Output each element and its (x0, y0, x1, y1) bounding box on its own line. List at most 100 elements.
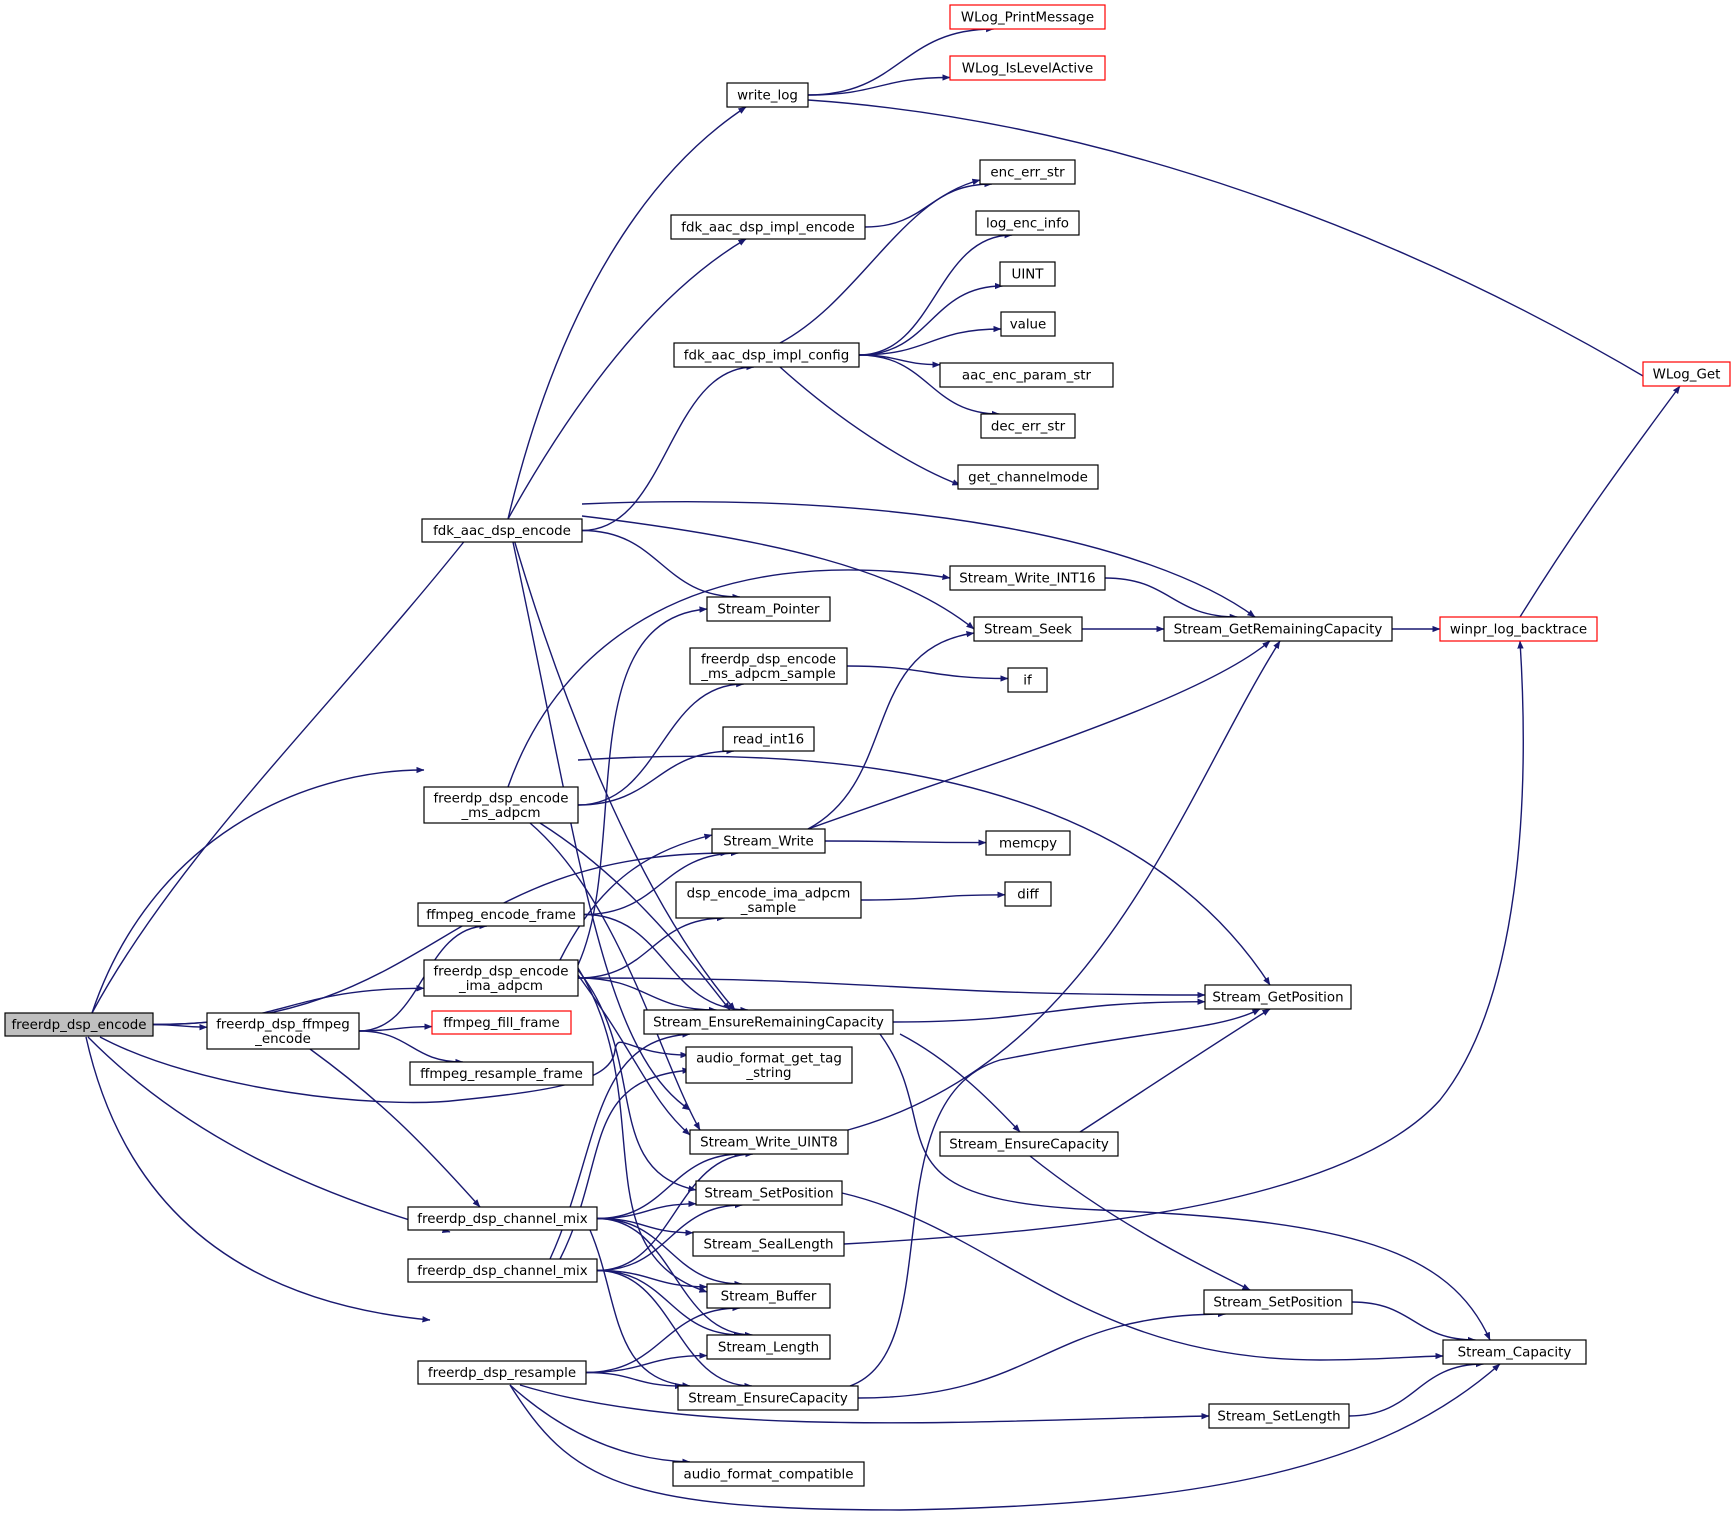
node-resample[interactable]: freerdp_dsp_resample (417, 1360, 587, 1385)
node-wlog-print[interactable]: WLog_PrintMessage (949, 4, 1106, 30)
node-box[interactable] (706, 596, 831, 622)
node-enc-err[interactable]: enc_err_str (979, 159, 1076, 185)
node-box[interactable] (1203, 1289, 1353, 1315)
node-box[interactable] (417, 902, 585, 927)
node-s-buffer[interactable]: Stream_Buffer (706, 1283, 831, 1309)
node-uint[interactable]: UINT (999, 261, 1056, 287)
node-ima-sample[interactable]: dsp_encode_ima_adpcm_sample (675, 881, 862, 919)
node-ffmpeg-enc-frame[interactable]: ffmpeg_encode_frame (417, 902, 585, 927)
node-box[interactable] (685, 1046, 853, 1084)
node-channel-mix1[interactable]: freerdp_dsp_channel_mix (407, 1206, 598, 1231)
node-box[interactable] (206, 1012, 360, 1050)
node-box[interactable] (726, 82, 809, 108)
node-box[interactable] (1004, 881, 1052, 907)
node-box[interactable] (980, 413, 1076, 439)
node-box[interactable] (985, 830, 1071, 856)
node-box[interactable] (689, 647, 848, 685)
node-box[interactable] (939, 362, 1114, 388)
node-box[interactable] (407, 1206, 598, 1231)
node-box[interactable] (949, 55, 1106, 81)
node-if[interactable]: if (1007, 667, 1048, 693)
node-box[interactable] (706, 1283, 831, 1309)
node-ms-adpcm[interactable]: freerdp_dsp_encode_ms_adpcm (423, 786, 579, 824)
node-box[interactable] (673, 342, 860, 368)
node-s-seek[interactable]: Stream_Seek (973, 616, 1083, 642)
node-box[interactable] (1208, 1403, 1350, 1429)
node-box[interactable] (689, 1129, 849, 1155)
node-fdk-impl-enc[interactable]: fdk_aac_dsp_impl_encode (670, 214, 866, 240)
node-box[interactable] (1163, 616, 1393, 642)
node-s-getpos[interactable]: Stream_GetPosition (1204, 984, 1352, 1010)
node-box[interactable] (672, 1461, 865, 1487)
node-box[interactable] (421, 518, 583, 543)
node-box[interactable] (973, 616, 1083, 642)
node-diff[interactable]: diff (1004, 881, 1052, 907)
node-box[interactable] (975, 210, 1080, 236)
node-box[interactable] (1642, 361, 1731, 387)
node-box[interactable] (979, 159, 1076, 185)
node-box[interactable] (711, 828, 826, 854)
node-box[interactable] (677, 1385, 859, 1411)
node-box[interactable] (722, 726, 815, 752)
node-box[interactable] (1439, 616, 1598, 642)
node-root[interactable]: freerdp_dsp_encode (4, 1012, 154, 1037)
node-s-write-u8[interactable]: Stream_Write_UINT8 (689, 1129, 849, 1155)
node-value[interactable]: value (1000, 311, 1056, 337)
node-ima-adpcm[interactable]: freerdp_dsp_encode_ima_adpcm (423, 959, 579, 997)
node-box[interactable] (423, 959, 579, 997)
node-box[interactable] (939, 1131, 1119, 1157)
node-box[interactable] (423, 786, 579, 824)
node-dec-err[interactable]: dec_err_str (980, 413, 1076, 439)
node-box[interactable] (706, 1334, 831, 1360)
node-ffmpeg-encode[interactable]: freerdp_dsp_ffmpeg_encode (206, 1012, 360, 1050)
node-box[interactable] (957, 464, 1099, 490)
node-s-capacity[interactable]: Stream_Capacity (1442, 1339, 1587, 1365)
node-wlog-get[interactable]: WLog_Get (1642, 361, 1731, 387)
node-s-ensure-cap-b[interactable]: Stream_EnsureCapacity (939, 1131, 1119, 1157)
node-box[interactable] (1007, 667, 1048, 693)
node-s-length[interactable]: Stream_Length (706, 1334, 831, 1360)
node-box[interactable] (409, 1061, 594, 1086)
node-s-getrem[interactable]: Stream_GetRemainingCapacity (1163, 616, 1393, 642)
node-aac-param[interactable]: aac_enc_param_str (939, 362, 1114, 388)
node-write-log[interactable]: write_log (726, 82, 809, 108)
node-channel-mix2[interactable]: freerdp_dsp_channel_mix (407, 1258, 598, 1283)
node-box[interactable] (675, 881, 862, 919)
node-winpr-bt[interactable]: winpr_log_backtrace (1439, 616, 1598, 642)
node-box[interactable] (1442, 1339, 1587, 1365)
node-box[interactable] (999, 261, 1056, 287)
node-s-ensure-rem[interactable]: Stream_EnsureRemainingCapacity (643, 1009, 894, 1035)
node-s-seal[interactable]: Stream_SealLength (692, 1231, 845, 1257)
node-box[interactable] (417, 1360, 587, 1385)
node-s-setpos-a[interactable]: Stream_SetPosition (695, 1180, 843, 1206)
node-aftag[interactable]: audio_format_get_tag_string (685, 1046, 853, 1084)
node-s-ensure-cap-a[interactable]: Stream_EnsureCapacity (677, 1385, 859, 1411)
node-box[interactable] (4, 1012, 154, 1037)
node-s-write[interactable]: Stream_Write (711, 828, 826, 854)
node-box[interactable] (1000, 311, 1056, 337)
node-box[interactable] (407, 1258, 598, 1283)
node-wlog-isactive[interactable]: WLog_IsLevelActive (949, 55, 1106, 81)
node-box[interactable] (670, 214, 866, 240)
node-box[interactable] (431, 1010, 572, 1035)
node-ms-sample[interactable]: freerdp_dsp_encode_ms_adpcm_sample (689, 647, 848, 685)
node-s-setlen[interactable]: Stream_SetLength (1208, 1403, 1350, 1429)
node-fdk-impl-cfg[interactable]: fdk_aac_dsp_impl_config (673, 342, 860, 368)
node-memcpy[interactable]: memcpy (985, 830, 1071, 856)
node-box[interactable] (643, 1009, 894, 1035)
node-s-write-i16[interactable]: Stream_Write_INT16 (949, 565, 1106, 591)
node-s-setpos-b[interactable]: Stream_SetPosition (1203, 1289, 1353, 1315)
node-get-chmode[interactable]: get_channelmode (957, 464, 1099, 490)
node-ffmpeg-resample[interactable]: ffmpeg_resample_frame (409, 1061, 594, 1086)
node-s-pointer[interactable]: Stream_Pointer (706, 596, 831, 622)
node-fdk-enc[interactable]: fdk_aac_dsp_encode (421, 518, 583, 543)
node-box[interactable] (949, 4, 1106, 30)
node-box[interactable] (695, 1180, 843, 1206)
node-read-int16[interactable]: read_int16 (722, 726, 815, 752)
node-box[interactable] (1204, 984, 1352, 1010)
node-box[interactable] (949, 565, 1106, 591)
node-ffmpeg-fill[interactable]: ffmpeg_fill_frame (431, 1010, 572, 1035)
node-log-enc[interactable]: log_enc_info (975, 210, 1080, 236)
node-box[interactable] (692, 1231, 845, 1257)
node-af-compat[interactable]: audio_format_compatible (672, 1461, 865, 1487)
